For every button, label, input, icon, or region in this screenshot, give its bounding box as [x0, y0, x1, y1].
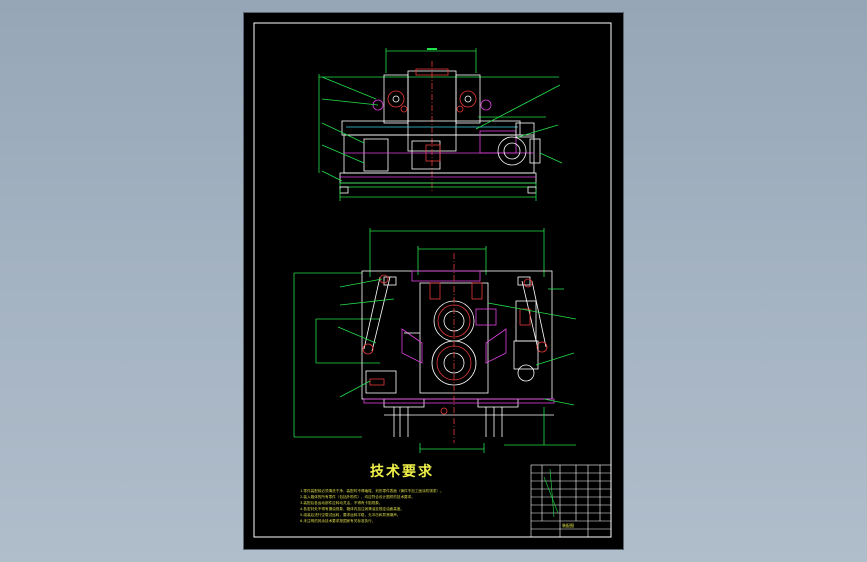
technical-requirements-title: 技术要求 [370, 464, 434, 480]
drawing-canvas [253, 22, 612, 538]
note-line: 4.各密封处不得有漏油现象，箱体内加注润滑油至规定油面高度。 [300, 507, 405, 512]
note-line: 6.未注明的其余技术要求按国家有关标准执行。 [300, 519, 376, 524]
note-line: 1.零件装配前必须清洗干净，装配时不得磕碰、划伤零件表面（铸件不加工面涂防锈漆）… [300, 489, 444, 493]
plan-view [293, 228, 577, 453]
technical-requirements-notes: 1.零件装配前必须清洗干净，装配时不得磕碰、划伤零件表面（铸件不加工面涂防锈漆）… [300, 488, 534, 525]
title-block [530, 464, 612, 538]
cad-drawing-sheet: 技术要求 1.零件装配前必须清洗干净，装配时不得磕碰、划伤零件表面（铸件不加工面… [244, 13, 623, 549]
note-line: 3.装配后各运动部件应转动灵活，不得有卡阻现象。 [300, 501, 383, 506]
title-block-label: 装配图 [562, 523, 574, 528]
note-line: 5.组装后进行空载试运转，要求运转平稳，无冲击和异常噪声。 [300, 513, 401, 518]
note-line: 2.装入箱体的所有零件（包括外购件），均应符合设计图样的技术要求。 [300, 495, 415, 500]
front-view [318, 48, 563, 201]
drawing-frame [253, 22, 612, 538]
